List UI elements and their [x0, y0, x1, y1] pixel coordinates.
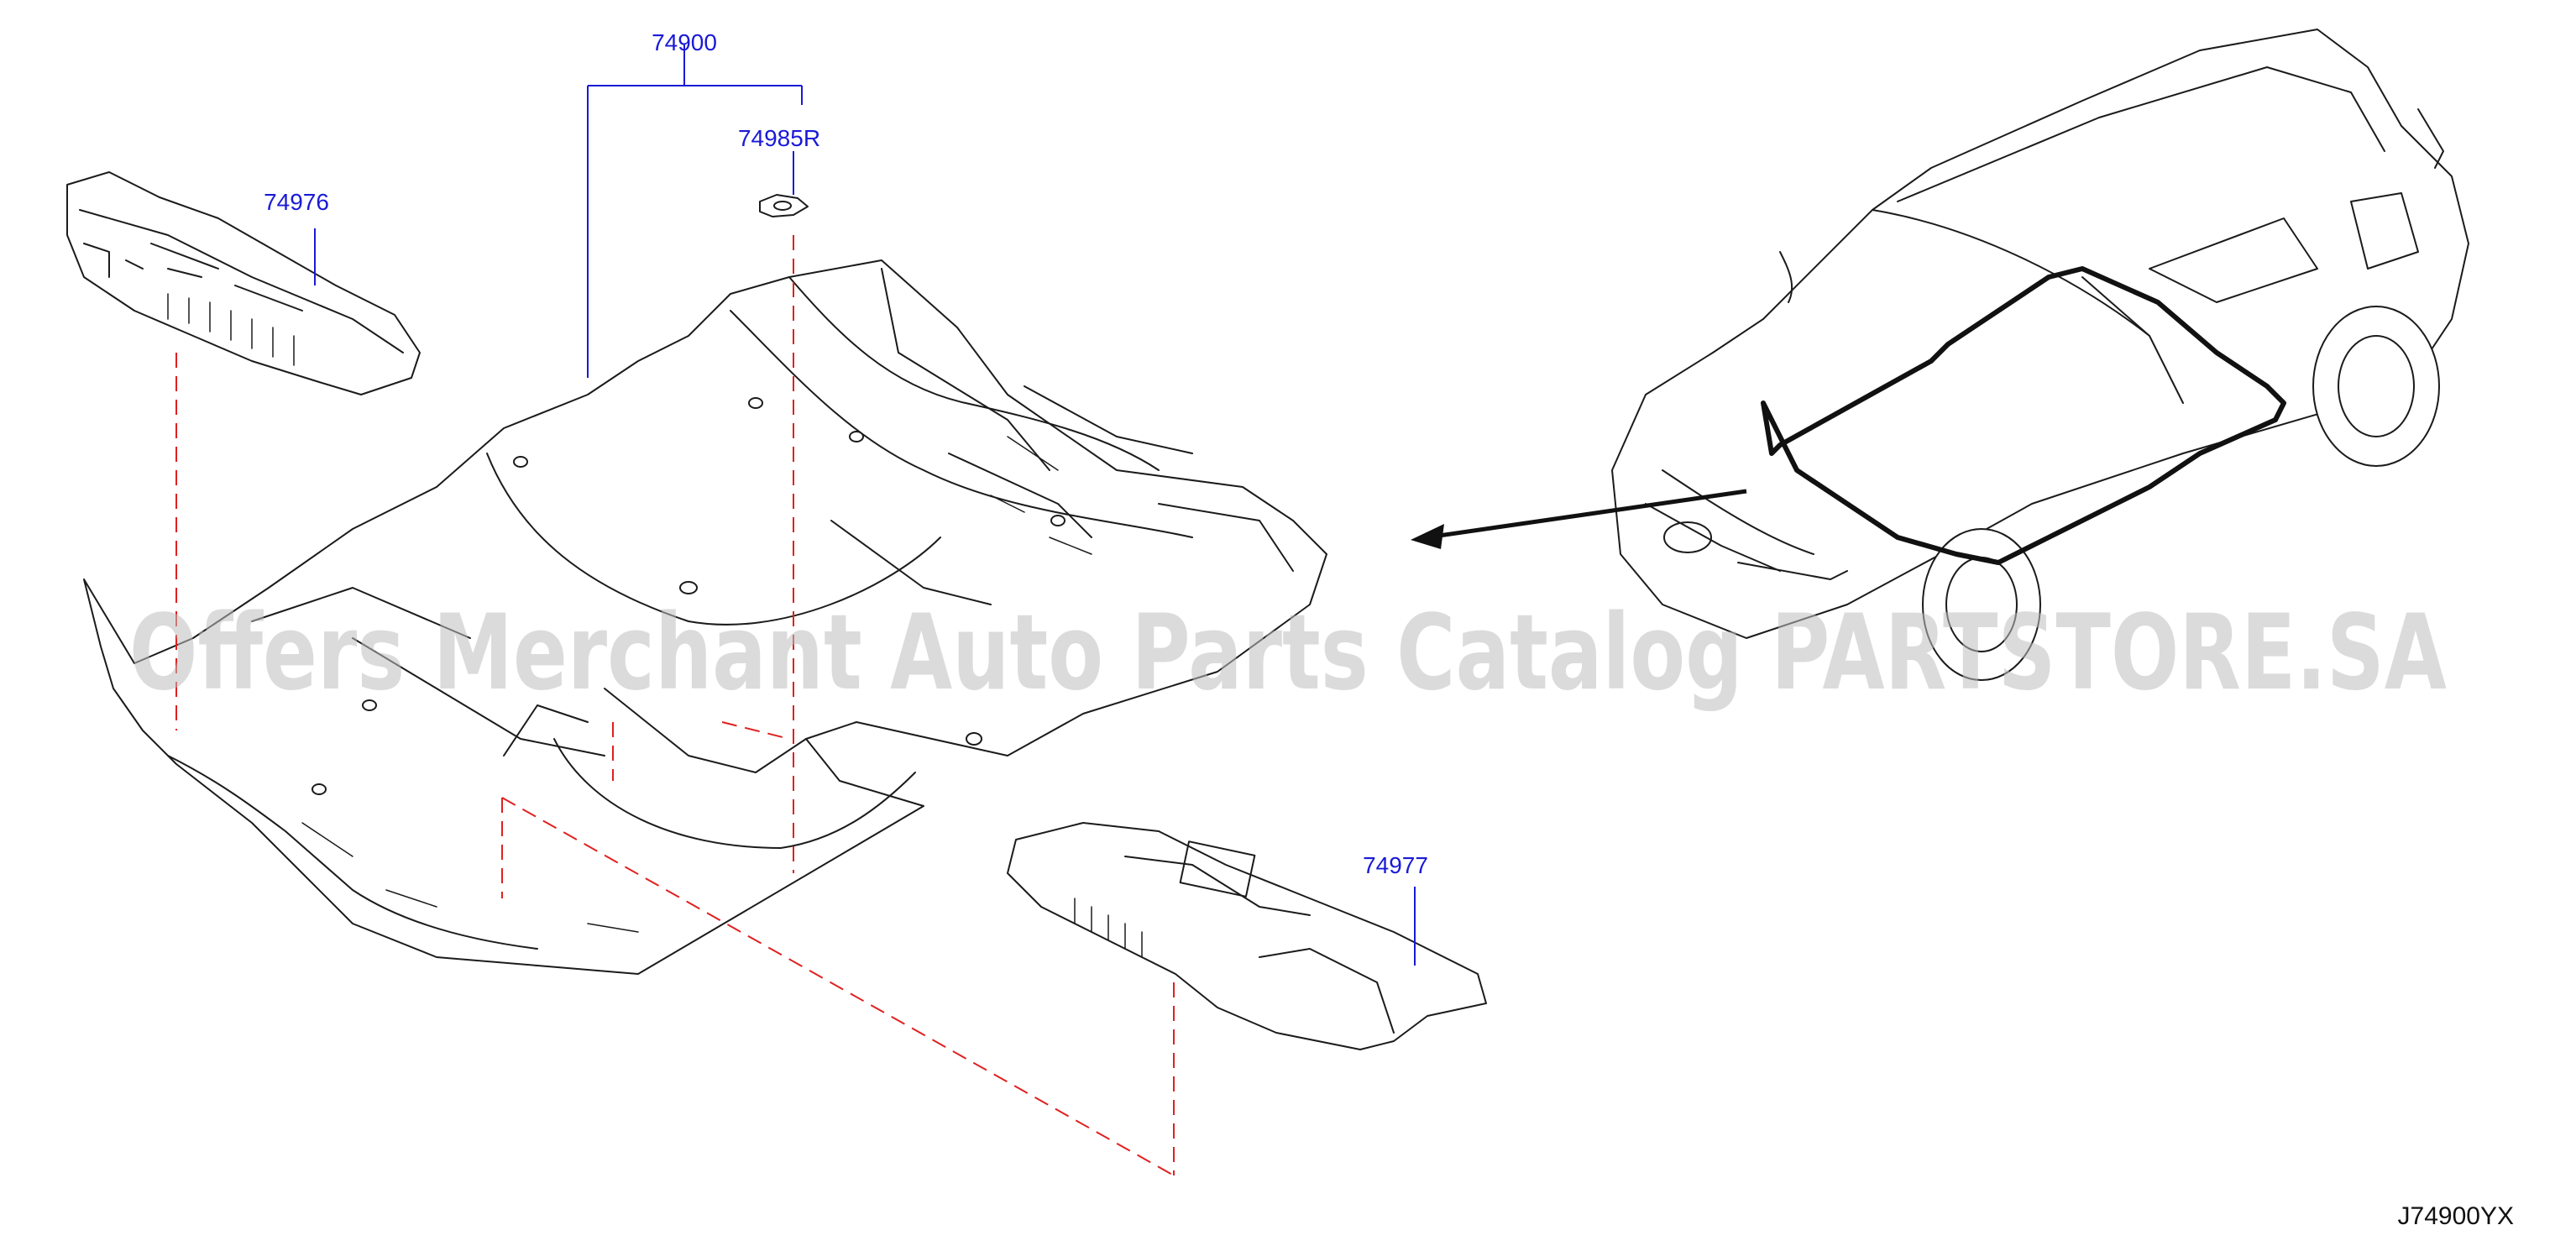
part-number-74900[interactable]: 74900: [652, 29, 717, 55]
right-floor-spacer[interactable]: [1007, 822, 1487, 1050]
floor-carpet[interactable]: [83, 259, 1327, 975]
part-number-74976[interactable]: 74976: [264, 189, 329, 215]
vehicle-illustration: [1611, 29, 2469, 681]
part-number-74977[interactable]: 74977: [1363, 852, 1428, 878]
diagram-code: J74900YX: [2398, 1202, 2514, 1230]
part-number-74985r[interactable]: 74985R: [738, 125, 820, 151]
watermark-text: Offers Merchant Auto Parts Catalog PARTS…: [129, 593, 2447, 714]
assembly-guides: [175, 235, 1175, 1176]
carpet-clip[interactable]: [759, 194, 809, 217]
leader-74900: [587, 44, 803, 378]
callout-arrow: [1411, 489, 1747, 549]
left-floor-spacer[interactable]: [66, 171, 421, 395]
